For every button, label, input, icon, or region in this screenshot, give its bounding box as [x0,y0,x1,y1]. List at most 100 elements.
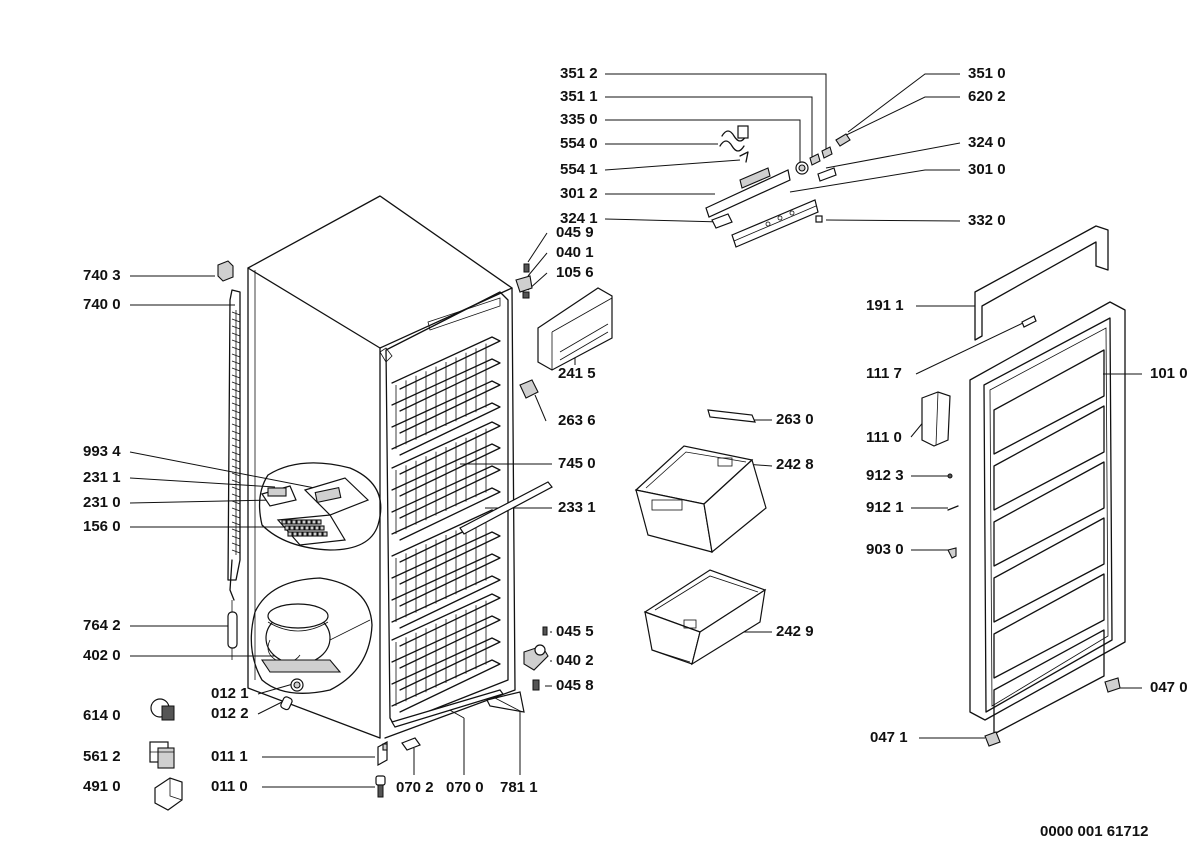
vent-cell [297,531,303,537]
vent-cell [284,525,290,531]
label-3511: 351 1 [560,88,598,105]
door-shelf-rail [993,573,1105,679]
door-panel [969,301,1126,735]
dryer-filter [227,600,238,660]
label-1010: 101 0 [1150,365,1188,382]
label-4020: 402 0 [83,647,121,664]
vent-cell [291,519,297,525]
label-7403: 740 3 [83,267,121,284]
label-6140: 614 0 [83,707,121,724]
shelf-rod [391,358,501,412]
vent-cell [314,525,320,531]
compressor-detail [250,577,373,694]
label-0471: 047 1 [870,729,908,746]
vent-cell [296,519,302,525]
label-2636: 263 6 [558,412,596,429]
label-2310: 231 0 [83,494,121,511]
vent-cell [294,525,300,531]
vent-cell [301,519,307,525]
vent-cell [286,519,292,525]
vent-cell [306,519,312,525]
crisper-drawer-upper [634,445,767,554]
label-9030: 903 0 [866,541,904,558]
label-3241: 324 1 [560,210,598,227]
door-shelf-rail [993,349,1105,455]
shelf-rod [391,465,501,519]
hinge-parts-lower [523,626,1121,747]
label-7400: 740 0 [83,296,121,313]
wire-shelf [391,336,501,456]
document-number: 0000 001 61712 [1040,823,1149,840]
vent-cell [322,531,328,537]
label-0121: 012 1 [211,685,249,702]
shelf-rod [391,553,501,607]
label-3012: 301 2 [560,185,598,202]
label-3240: 324 0 [968,134,1006,151]
label-4910: 491 0 [83,778,121,795]
vent-cell [309,525,315,531]
shelf-rod [391,615,501,669]
label-3010: 301 0 [968,161,1006,178]
door-shelf-rail [993,461,1105,567]
door-gasket [974,225,1109,341]
vent-cell [281,519,287,525]
label-1117: 111 7 [866,365,902,382]
label-9123: 912 3 [866,467,904,484]
shelf-rod [391,443,501,497]
left-lower-parts [149,678,525,811]
label-3512: 351 2 [560,65,598,82]
shelf-support [519,379,539,399]
label-7642: 764 2 [83,617,121,634]
label-0122: 012 2 [211,705,249,722]
cabinet [247,195,516,739]
label-0110: 011 0 [211,778,248,795]
wire-shelf [391,509,501,629]
shelf-rod [391,637,501,691]
label-5541: 554 1 [560,161,598,178]
shelf-rod [391,402,501,456]
vent-cell [319,525,325,531]
label-0702: 070 2 [396,779,434,796]
label-2429: 242 9 [776,623,814,640]
shelf-rod [391,531,501,585]
crisper-cover-trim [707,409,756,423]
thermostat-detail [258,462,382,551]
vent-cell [292,531,298,537]
label-2331: 233 1 [558,499,596,516]
label-9934: 993 4 [83,443,121,460]
door-badge [1021,315,1037,328]
vent-cell [287,531,293,537]
wall-clip [217,260,234,282]
label-7450: 745 0 [558,455,596,472]
shelf-front-trim [459,481,553,535]
vent-cell [307,531,313,537]
label-3320: 332 0 [968,212,1006,229]
label-0455: 045 5 [556,623,594,640]
vent-cell [299,525,305,531]
wire-shelves [391,336,501,713]
shelf-rod [391,659,501,713]
label-0459: 045 9 [556,224,594,241]
label-7811: 781 1 [500,779,538,796]
wire-shelf [391,593,501,713]
vent-cell [312,531,318,537]
label-0401: 040 1 [556,244,594,261]
label-3350: 335 0 [560,111,598,128]
condenser [227,289,241,601]
label-0111: 011 1 [211,748,248,765]
door-screws [947,473,959,559]
door-shelf-rail [993,629,1105,735]
label-2311: 231 1 [83,469,121,486]
label-2415: 241 5 [558,365,596,382]
label-6202: 620 2 [968,88,1006,105]
label-5612: 561 2 [83,748,121,765]
label-3510: 351 0 [968,65,1006,82]
label-5540: 554 0 [560,135,598,152]
label-1110: 111 0 [866,429,902,446]
vent-cell [316,519,322,525]
label-0458: 045 8 [556,677,594,694]
vent-cell [302,531,308,537]
vent-grid [281,519,328,537]
label-9121: 912 1 [866,499,904,516]
